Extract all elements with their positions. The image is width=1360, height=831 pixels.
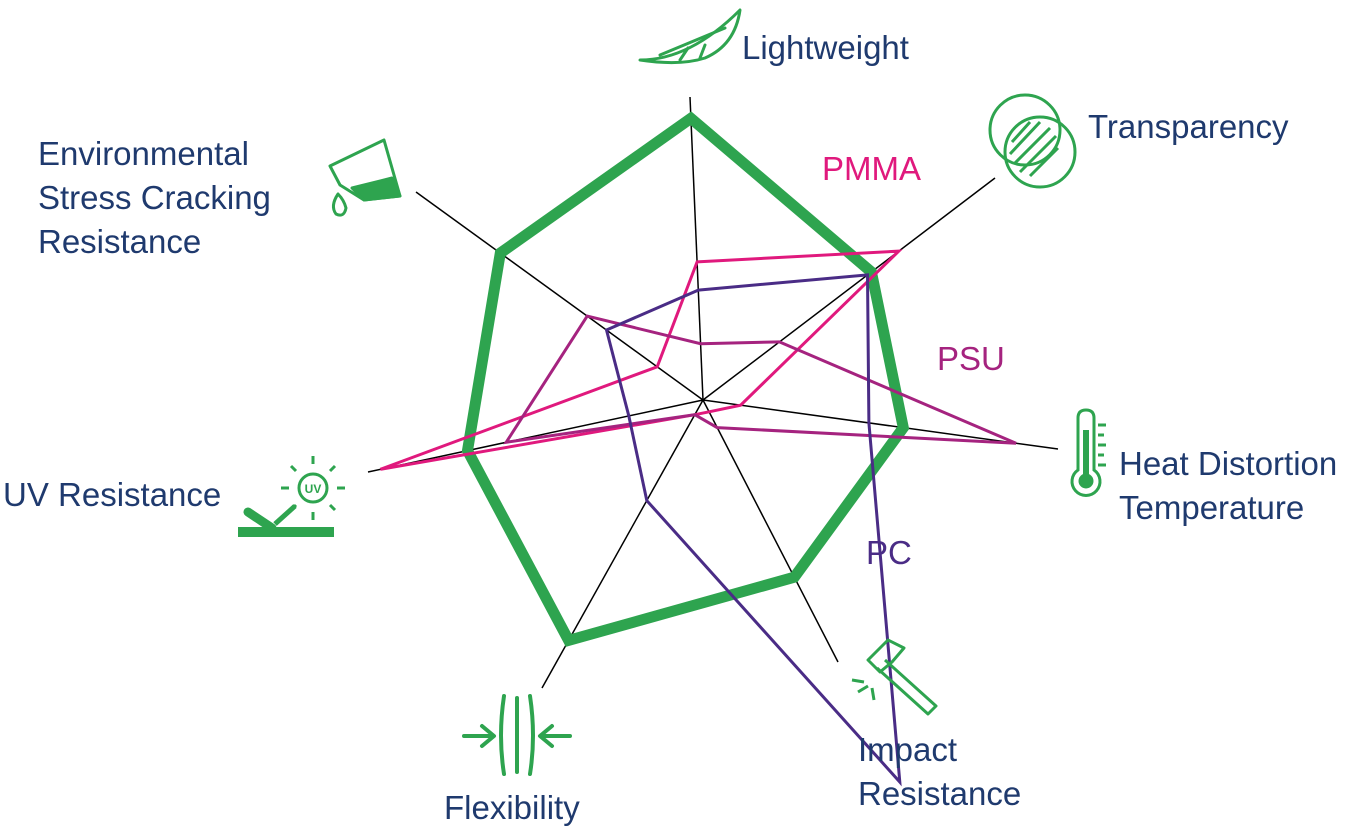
axis-line [702, 399, 839, 663]
axis-label-escr: Environmental Stress Cracking Resistance [38, 135, 271, 260]
series-polygon-pmma [379, 249, 903, 471]
axis-line [415, 191, 704, 401]
series-polygon-reference [461, 111, 910, 647]
feather-icon [638, 8, 742, 65]
series-label-psu: PSU [937, 340, 1005, 377]
axis-label-transparency: Transparency [1088, 108, 1289, 145]
hammer-icon [851, 638, 938, 716]
sun-uv-icon: UV [238, 456, 345, 537]
svg-text:UV: UV [305, 482, 322, 496]
overlapping-circles-icon [988, 93, 1077, 189]
series-polygon-pc [604, 273, 902, 787]
series-label-pmma: PMMA [822, 150, 921, 187]
thermometer-icon [1070, 408, 1106, 497]
axis-line [367, 399, 704, 473]
axis-line [689, 96, 704, 401]
series-polygon-psu [503, 314, 1017, 445]
axis-label-impact-resistance: Impact Resistance [858, 731, 1022, 812]
axis-line [702, 177, 996, 401]
series-label-pc: PC [866, 534, 912, 571]
axes-layer [367, 96, 1059, 689]
axis-label-flexibility: Flexibility [444, 789, 580, 826]
series-layer [379, 111, 1017, 787]
axis-label-lightweight: Lightweight [742, 29, 909, 66]
axis-label-uv-resistance: UV Resistance [3, 476, 222, 513]
axis-label-heat-distortion: Heat Distortion Temperature [1119, 445, 1338, 526]
beaker-pour-icon [328, 138, 402, 217]
compress-arrows-icon [462, 694, 572, 776]
